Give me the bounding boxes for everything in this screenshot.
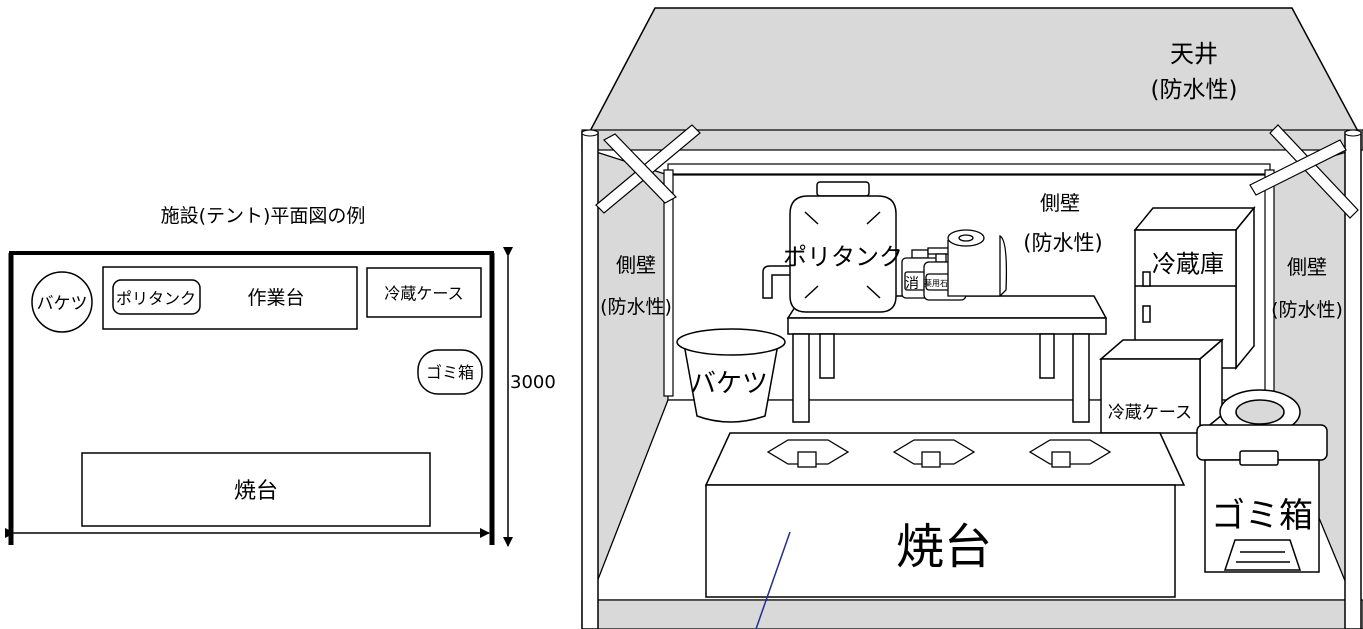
back-wall-note: (防水性) [1023, 231, 1102, 255]
soap-label: 薬用石けん [924, 278, 964, 288]
front-left-pole-cap [581, 129, 599, 137]
floor-front-edge [581, 599, 1363, 629]
right-corner-brace [1249, 124, 1359, 219]
back-left-pole [663, 169, 674, 397]
ceiling-label: 天井 [1170, 40, 1218, 68]
ceiling-note: (防水性) [1151, 77, 1238, 103]
trash-box-label: ゴミ箱 [1211, 496, 1313, 536]
gas-burner-1 [766, 439, 850, 468]
plan-title: 施設(テント)平面図の例 [161, 205, 366, 227]
gas-burner-2 [892, 439, 976, 468]
plan-polytank [112, 279, 201, 315]
polytank [762, 181, 897, 313]
gas-burner-3 [1028, 439, 1112, 468]
refrigerator-label: 冷蔵庫 [1152, 250, 1224, 278]
plan-depth-label: 3000 [510, 372, 556, 393]
plan-grill [81, 452, 431, 527]
right-wall-label: 側壁 [1287, 255, 1327, 279]
plan-trash-box [417, 349, 483, 395]
plan-workbench-label: 作業台 [247, 287, 304, 309]
trash-box [1196, 389, 1328, 573]
polytank-label: ポリタンク [783, 243, 903, 271]
plan-cooler-case-label: 冷蔵ケース [384, 284, 463, 303]
back-wall-label: 側壁 [1040, 191, 1080, 215]
pointer-line [755, 531, 791, 629]
bucket-label: バケツ [690, 369, 768, 399]
plan-trash-box-label: ゴミ箱 [426, 363, 474, 382]
plan-cooler-case [366, 267, 482, 318]
left-wall-label: 側壁 [616, 253, 656, 277]
back-top-bar [667, 163, 1271, 175]
floor-plan: 施設(テント)平面図の例 3000 バケツ ポリタンク 作業台 冷蔵ケース ゴミ… [5, 205, 556, 547]
tent-roof [586, 7, 1362, 136]
cooler-case [1098, 338, 1225, 435]
disinfectant-label: 消 [905, 276, 919, 292]
cooler-case-label: 冷蔵ケース [1108, 403, 1192, 423]
paper-towel [947, 229, 1008, 297]
left-wall-note: (防水性) [600, 296, 672, 318]
tent-perspective: 天井 (防水性) 側壁 (防水性) 側壁 [581, 7, 1363, 629]
plan-bucket [31, 271, 93, 333]
grill-label: 焼台 [896, 519, 992, 575]
front-left-pole [581, 131, 599, 629]
plan-polytank-label: ポリタンク [116, 289, 196, 308]
front-right-pole-cap [1344, 129, 1362, 137]
plan-grill-label: 焼台 [234, 479, 278, 504]
left-corner-brace [595, 124, 701, 214]
plan-bucket-label: バケツ [37, 294, 88, 314]
grill [704, 432, 1186, 598]
bucket [676, 328, 786, 423]
back-right-pole [1264, 169, 1275, 397]
right-wall-note: (防水性) [1271, 299, 1343, 321]
